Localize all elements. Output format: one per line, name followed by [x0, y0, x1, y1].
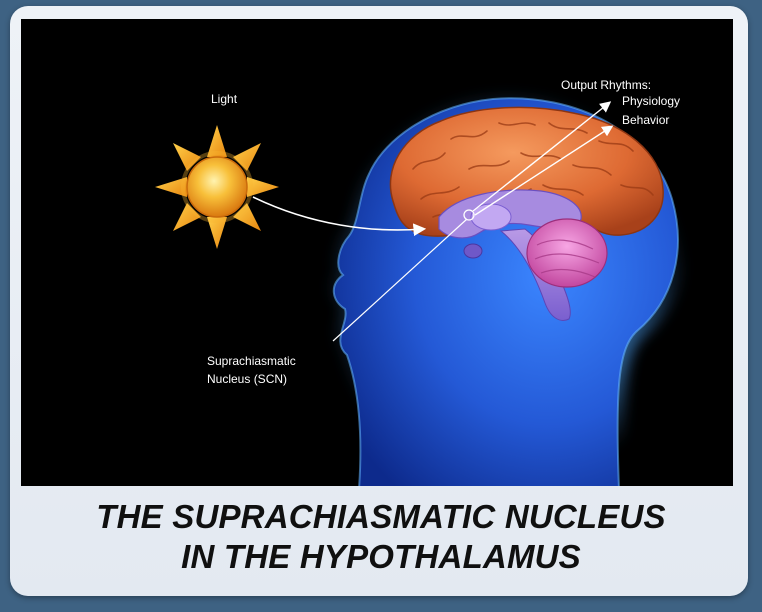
behavior-label: Behavior — [622, 113, 669, 127]
scn-label-line2: Nucleus (SCN) — [207, 372, 287, 386]
physiology-label: Physiology — [622, 94, 680, 108]
caption-line1: THE SUPRACHIASMATIC NUCLEUS — [0, 497, 762, 537]
caption-line2: IN THE HYPOTHALAMUS — [0, 537, 762, 577]
sun-icon — [155, 125, 279, 249]
scn-label-line1: Suprachiasmatic — [207, 354, 296, 368]
diagram-figure: Light Output Rhythms: Physiology Behavio… — [21, 19, 733, 486]
diagram-svg: Light Output Rhythms: Physiology Behavio… — [21, 19, 733, 486]
figure-caption: THE SUPRACHIASMATIC NUCLEUS IN THE HYPOT… — [0, 497, 762, 577]
light-label: Light — [211, 92, 238, 106]
output-rhythms-label: Output Rhythms: — [561, 78, 651, 92]
